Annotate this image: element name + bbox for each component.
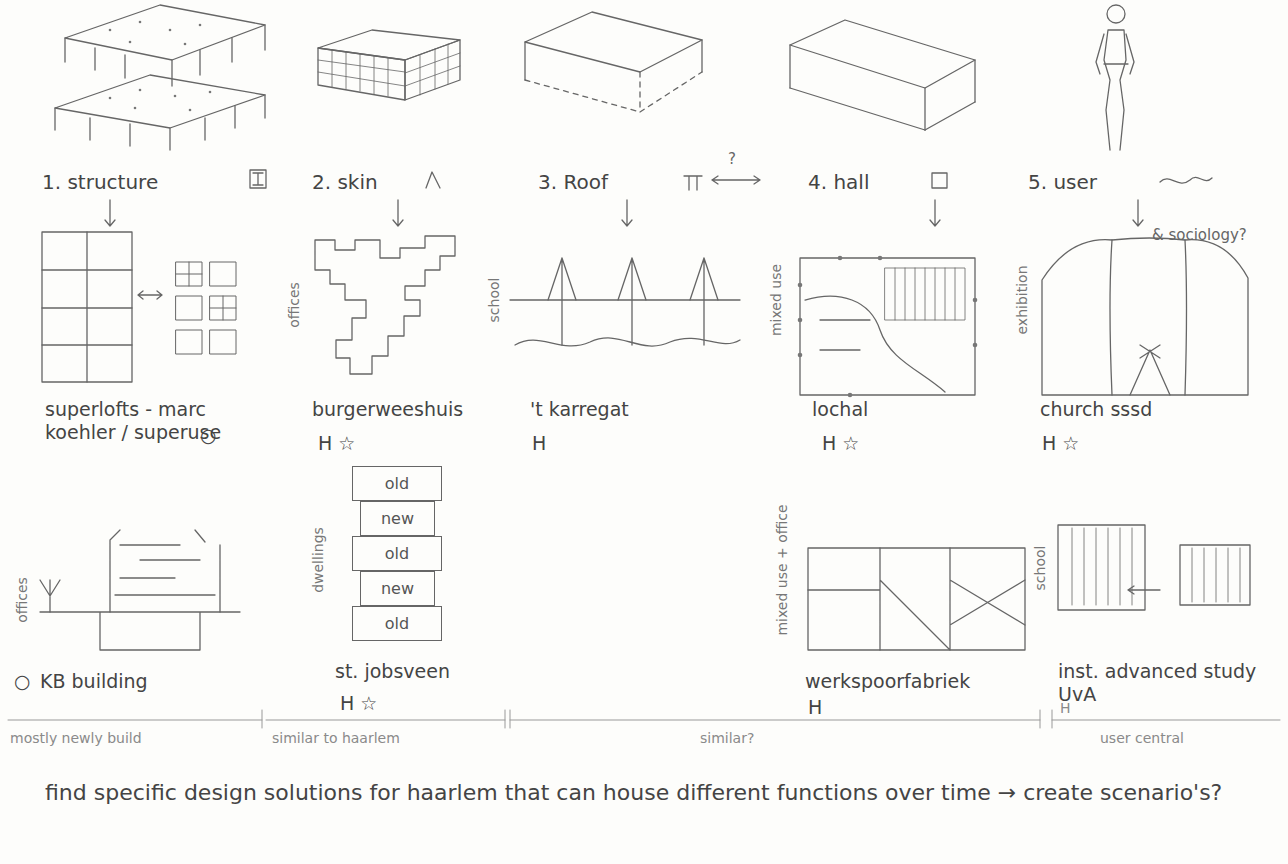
case-name: church sssd bbox=[1040, 398, 1152, 421]
heading: 3. Roof bbox=[538, 170, 608, 194]
function-tag: school bbox=[486, 278, 503, 323]
building-layer-box: old bbox=[352, 466, 442, 501]
heading: 4. hall bbox=[808, 170, 869, 194]
note: & sociology? bbox=[1152, 226, 1247, 244]
heading: 5. user bbox=[1028, 170, 1097, 194]
layer-label: new bbox=[381, 579, 414, 598]
bracket-label: mostly newly build bbox=[10, 730, 142, 747]
layer-label: old bbox=[385, 544, 409, 563]
marker: ○ bbox=[14, 670, 31, 693]
marker: H ☆ bbox=[822, 432, 859, 455]
marker: H ☆ bbox=[318, 432, 355, 455]
question-mark: ? bbox=[728, 150, 736, 168]
marker: H bbox=[1060, 700, 1071, 717]
layer-label: old bbox=[385, 614, 409, 633]
function-tag: offices bbox=[286, 282, 303, 328]
bracket-label: user central bbox=[1100, 730, 1184, 747]
marker: H bbox=[532, 432, 546, 455]
case-name: werkspoorfabriek bbox=[805, 670, 970, 693]
function-tag: mixed use + office bbox=[774, 504, 791, 635]
marker: H ☆ bbox=[1042, 432, 1079, 455]
function-tag: mixed use bbox=[768, 264, 785, 336]
function-tag: offices bbox=[14, 577, 31, 623]
case-name: inst. advanced study UvA bbox=[1058, 660, 1273, 706]
case-name: superlofts - marc koehler / superuse bbox=[45, 398, 280, 444]
building-layer-box: old bbox=[352, 606, 442, 641]
bracket-label: similar? bbox=[700, 730, 754, 747]
layer-label: new bbox=[381, 509, 414, 528]
heading: 1. structure bbox=[42, 170, 158, 194]
marker: ○ bbox=[200, 424, 217, 447]
marker: H ☆ bbox=[340, 692, 377, 715]
function-tag: dwellings bbox=[310, 527, 327, 593]
case-name: burgerweeshuis bbox=[312, 398, 463, 421]
case-name: KB building bbox=[40, 670, 148, 693]
building-layer-box: new bbox=[360, 571, 435, 606]
layer-label: old bbox=[385, 474, 409, 493]
case-name: st. jobsveen bbox=[335, 660, 450, 683]
bracket-label: similar to haarlem bbox=[272, 730, 400, 747]
function-tag: school bbox=[1032, 546, 1049, 591]
function-tag: exhibition bbox=[1014, 265, 1031, 334]
heading: 2. skin bbox=[312, 170, 378, 194]
building-layer-box: old bbox=[352, 536, 442, 571]
case-name: lochal bbox=[812, 398, 868, 421]
marker: H bbox=[808, 696, 822, 719]
footnote: find specific design solutions for haarl… bbox=[45, 775, 1245, 810]
case-name: 't karregat bbox=[530, 398, 629, 421]
building-layer-box: new bbox=[360, 501, 435, 536]
